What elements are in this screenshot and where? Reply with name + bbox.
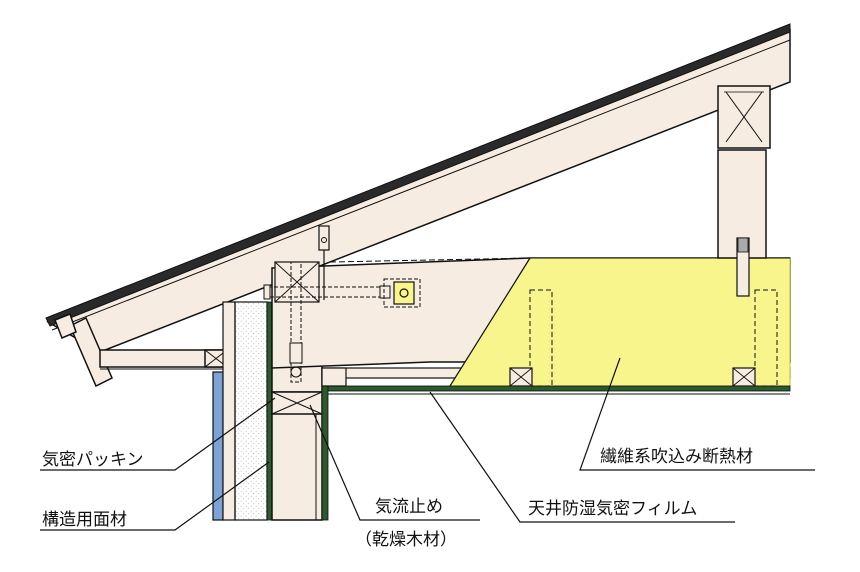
ceiling-wall-corner xyxy=(321,385,329,521)
leader-ceiling-film xyxy=(429,391,735,523)
hurricane-tie-bolt xyxy=(321,237,327,243)
rafter-seat-cross-b xyxy=(274,261,320,303)
bolt-nut-right xyxy=(379,285,391,299)
label-fiber-insulation: 繊維系吹込み断熱材 xyxy=(600,447,753,467)
post-hardware-head xyxy=(737,237,749,253)
bolt-nut-left xyxy=(263,284,271,300)
joist-block-b-cross-b xyxy=(732,367,756,387)
label-airtight-packing: 気密パッキン xyxy=(42,450,144,470)
insulation-diagonal-edge xyxy=(449,257,531,387)
purlin-cross-b xyxy=(725,91,763,143)
leader-structural-panel xyxy=(40,461,270,531)
airflow-stop-cross-b xyxy=(271,391,323,415)
square-washer xyxy=(393,281,415,305)
roof-sheathing-line xyxy=(51,39,791,331)
leader-airtight-packing xyxy=(40,397,276,471)
bolt-nut-vertical xyxy=(289,342,303,364)
joist-block-a-cross-b xyxy=(509,367,533,387)
ceiling-edge-block xyxy=(321,367,347,387)
label-airflow-stop: 気流止め xyxy=(375,497,443,517)
beam-top-dashed-line xyxy=(329,257,531,263)
square-washer-bolt xyxy=(399,288,409,298)
exterior-siding xyxy=(212,371,224,521)
leader-airflow-stop xyxy=(309,404,480,521)
bolt-washer-vertical xyxy=(290,366,302,378)
eave-tip xyxy=(54,313,77,339)
wall-insulation xyxy=(234,301,268,521)
roofing-layer xyxy=(45,23,791,327)
leader-fiber-insulation xyxy=(579,357,815,471)
label-dry-lumber: （乾燥木材） xyxy=(355,530,457,550)
label-structural-panel: 構造用面材 xyxy=(42,510,127,530)
vertical-bolt xyxy=(290,261,302,383)
beam-hanger-outline xyxy=(383,278,421,308)
purlin-block xyxy=(717,85,771,149)
ceiling-board xyxy=(321,385,791,392)
label-ceiling-film: 天井防湿気密フィルム xyxy=(528,499,697,519)
